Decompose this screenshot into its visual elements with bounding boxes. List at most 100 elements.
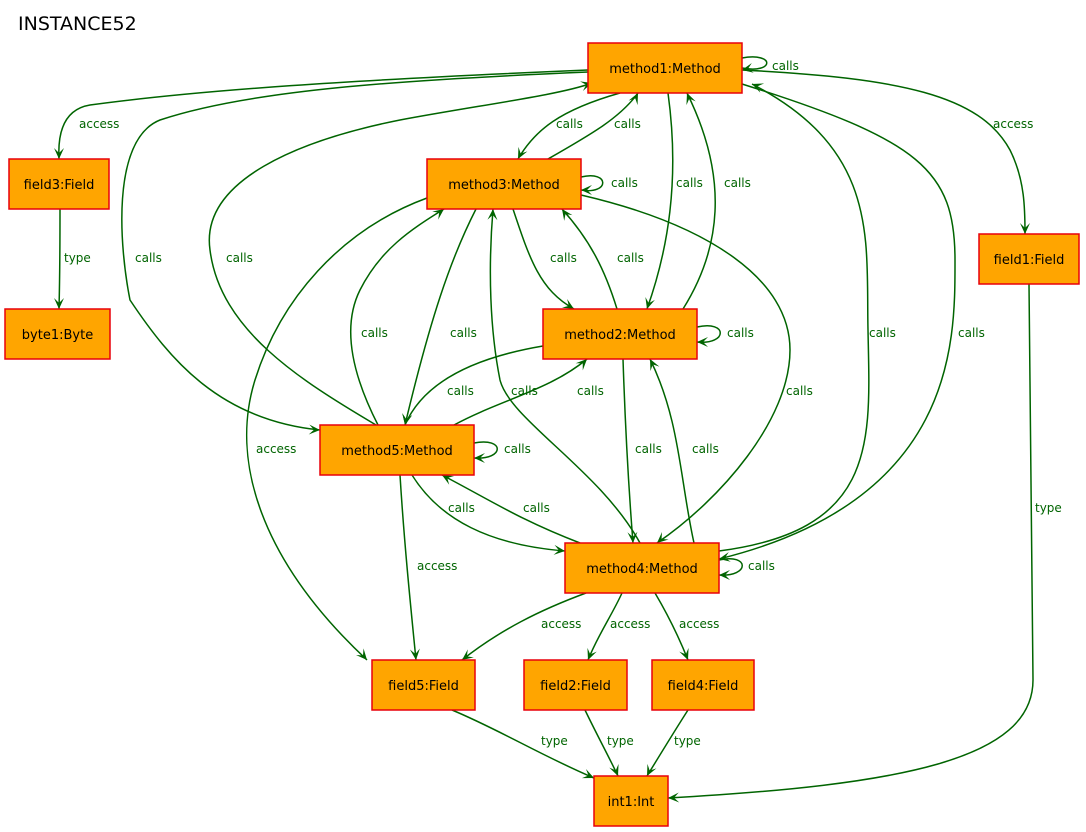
arrowhead-icon (650, 359, 660, 372)
arrowhead-icon (442, 475, 455, 485)
edge-label: calls (676, 176, 703, 190)
node-box[interactable] (587, 42, 743, 94)
edge-label: access (417, 559, 457, 573)
edge-method1-to-method1: calls (741, 56, 799, 73)
edge-line (561, 208, 618, 310)
node-method3[interactable]: method3:Method (426, 158, 582, 210)
node-box[interactable] (8, 158, 110, 210)
node-box[interactable] (523, 659, 628, 711)
edge-label: calls (869, 326, 896, 340)
node-box[interactable] (319, 424, 475, 476)
edge-label: calls (635, 442, 662, 456)
edge-label: type (64, 251, 91, 265)
edge-method5-to-field5: access (399, 474, 457, 661)
edge-field3-to-byte1: type (54, 208, 91, 310)
edge-line (411, 474, 566, 552)
node-label: field2:Field (540, 679, 611, 694)
edge-method1-to-field1: access (741, 69, 1033, 235)
arrowhead-icon (462, 649, 474, 660)
edge-line (208, 82, 593, 426)
node-box[interactable] (371, 659, 476, 711)
edge-method1-to-field3: access (54, 69, 589, 160)
edge-label: calls (617, 251, 644, 265)
arrowhead-icon (657, 531, 669, 543)
edge-line (649, 358, 695, 544)
node-method5[interactable]: method5:Method (319, 424, 475, 476)
arrowhead-icon (628, 93, 638, 106)
node-label: method3:Method (448, 178, 560, 193)
node-box[interactable] (4, 308, 111, 360)
edge-field5-to-int1: type (451, 709, 595, 779)
edge-line (547, 92, 639, 160)
edge-label: calls (692, 442, 719, 456)
arrowhead-icon (575, 359, 587, 371)
edge-label: calls (958, 326, 985, 340)
node-box[interactable] (426, 158, 582, 210)
node-field2[interactable]: field2:Field (523, 659, 628, 711)
edge-line (245, 197, 428, 661)
edge-line (451, 709, 595, 779)
edge-line (453, 358, 588, 426)
edge-label: calls (226, 251, 253, 265)
node-int1[interactable]: int1:Int (593, 775, 669, 827)
edge-label: access (679, 617, 719, 631)
edge-field1-to-int1: type (667, 283, 1062, 803)
node-byte1[interactable]: byte1:Byte (4, 308, 111, 360)
edge-line (404, 208, 477, 426)
edge-field4-to-int1: type (646, 709, 701, 777)
arrowhead-icon (487, 209, 498, 221)
edge-method1-to-method4: calls (718, 83, 985, 562)
edge-method4-to-method1: calls (718, 83, 896, 552)
edge-label: calls (135, 251, 162, 265)
arrowhead-icon (409, 648, 420, 660)
node-method2[interactable]: method2:Method (542, 308, 698, 360)
diagram-title: INSTANCE52 (18, 13, 137, 35)
edge-method3-to-method1: calls (547, 92, 641, 160)
arrowhead-icon (562, 209, 573, 221)
edge-label: access (256, 442, 296, 456)
edge-method3-to-method4: calls (580, 194, 813, 544)
arrowhead-icon (752, 83, 765, 93)
edge-line (580, 194, 791, 544)
node-method4[interactable]: method4:Method (564, 542, 720, 594)
edge-line (682, 92, 716, 310)
edge-label: calls (786, 384, 813, 398)
edge-line (741, 69, 1026, 235)
node-field5[interactable]: field5:Field (371, 659, 476, 711)
edge-method1-to-method2: calls (645, 92, 703, 310)
node-label: method2:Method (564, 328, 676, 343)
arrowhead-icon (697, 337, 708, 347)
node-field3[interactable]: field3:Field (8, 158, 110, 210)
edge-label: type (1035, 501, 1062, 515)
edge-label: calls (556, 117, 583, 131)
node-field4[interactable]: field4:Field (651, 659, 755, 711)
arrowhead-icon (668, 792, 680, 803)
edge-label: calls (448, 501, 475, 515)
edge-method2-to-method4: calls (622, 358, 662, 544)
edge-label: calls (511, 384, 538, 398)
node-field1[interactable]: field1:Field (978, 233, 1080, 285)
edge-line (58, 208, 61, 310)
arrowhead-icon (553, 544, 565, 555)
node-label: field4:Field (668, 679, 739, 694)
edge-method3-to-method3: calls (580, 175, 638, 195)
node-method1[interactable]: method1:Method (587, 42, 743, 94)
edge-method4-to-method2: calls (649, 358, 719, 544)
edge-method2-to-method3: calls (561, 208, 644, 310)
edge-label: type (607, 734, 634, 748)
node-box[interactable] (542, 308, 698, 360)
edge-line (718, 83, 870, 552)
edge-method5-to-method2: calls (453, 358, 604, 426)
arrowhead-icon (54, 298, 64, 309)
arrowhead-icon (645, 297, 655, 309)
arrowhead-icon (561, 299, 574, 309)
edge-label: calls (450, 326, 477, 340)
edge-label: calls (772, 59, 799, 73)
node-box[interactable] (651, 659, 755, 711)
arrowhead-icon (355, 648, 367, 660)
node-box[interactable] (978, 233, 1080, 285)
node-box[interactable] (593, 775, 669, 827)
node-box[interactable] (564, 542, 720, 594)
node-label: method1:Method (609, 62, 721, 77)
